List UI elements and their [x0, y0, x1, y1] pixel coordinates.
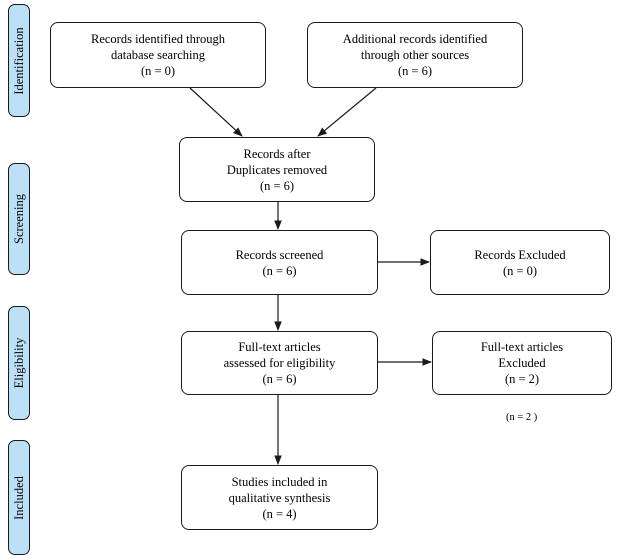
phase-label-identification: Identification	[8, 4, 30, 117]
phase-label-included: Included	[8, 440, 30, 555]
phase-label-screening: Screening	[8, 163, 30, 275]
phase-text: Eligibility	[11, 337, 26, 389]
box-count: (n = 6)	[262, 372, 297, 386]
phase-label-eligibility: Eligibility	[8, 306, 30, 420]
box-line: assessed for eligibility	[223, 356, 336, 370]
box-duplicates-removed: Records after Duplicates removed (n = 6)	[179, 137, 375, 202]
box-line: Duplicates removed	[226, 162, 328, 177]
phase-text: Included	[11, 475, 26, 520]
box-line: through other sources	[360, 48, 470, 62]
box-count: (n = 6)	[262, 263, 297, 278]
box-count: (n = 2)	[504, 372, 540, 386]
box-line: Records after	[243, 146, 311, 161]
excluded-count-note: (n = 2 )	[506, 412, 538, 423]
box-records-screened: Records screened (n = 6)	[181, 230, 378, 295]
box-line: Records screened	[235, 247, 324, 262]
box-records-excluded: Records Excluded (n = 0)	[430, 230, 610, 295]
box-count: (n = 6)	[397, 64, 433, 78]
arrow-database-to-duplicates	[189, 87, 243, 137]
box-count: (n = 0)	[140, 64, 176, 78]
phase-text: Identification	[11, 26, 26, 95]
box-count: (n = 0)	[502, 263, 538, 278]
box-line: Studies included in	[231, 474, 328, 489]
box-line: Additional records identified	[342, 32, 488, 46]
box-fulltext-assessed: Full-text articles assessed for eligibil…	[181, 331, 378, 395]
box-database-records: Records identified through database sear…	[50, 22, 266, 88]
box-count: (n = 4)	[262, 506, 297, 521]
phase-text: Screening	[11, 194, 26, 244]
box-line: database searching	[110, 48, 206, 62]
box-line: Records identified through	[91, 32, 225, 46]
arrow-other-to-duplicates	[317, 87, 377, 137]
box-line: qualitative synthesis	[228, 490, 331, 505]
box-studies-included: Studies included in qualitative synthesi…	[181, 465, 378, 530]
box-line: Records Excluded	[474, 247, 566, 262]
box-fulltext-excluded: Full-text articles Excluded (n = 2)	[432, 331, 612, 395]
box-line: Full-text articles	[238, 340, 321, 354]
box-count: (n = 6)	[259, 178, 295, 193]
box-line: Full-text articles	[480, 340, 564, 354]
box-line: Excluded	[498, 356, 546, 370]
box-other-sources: Additional records identified through ot…	[307, 22, 523, 88]
